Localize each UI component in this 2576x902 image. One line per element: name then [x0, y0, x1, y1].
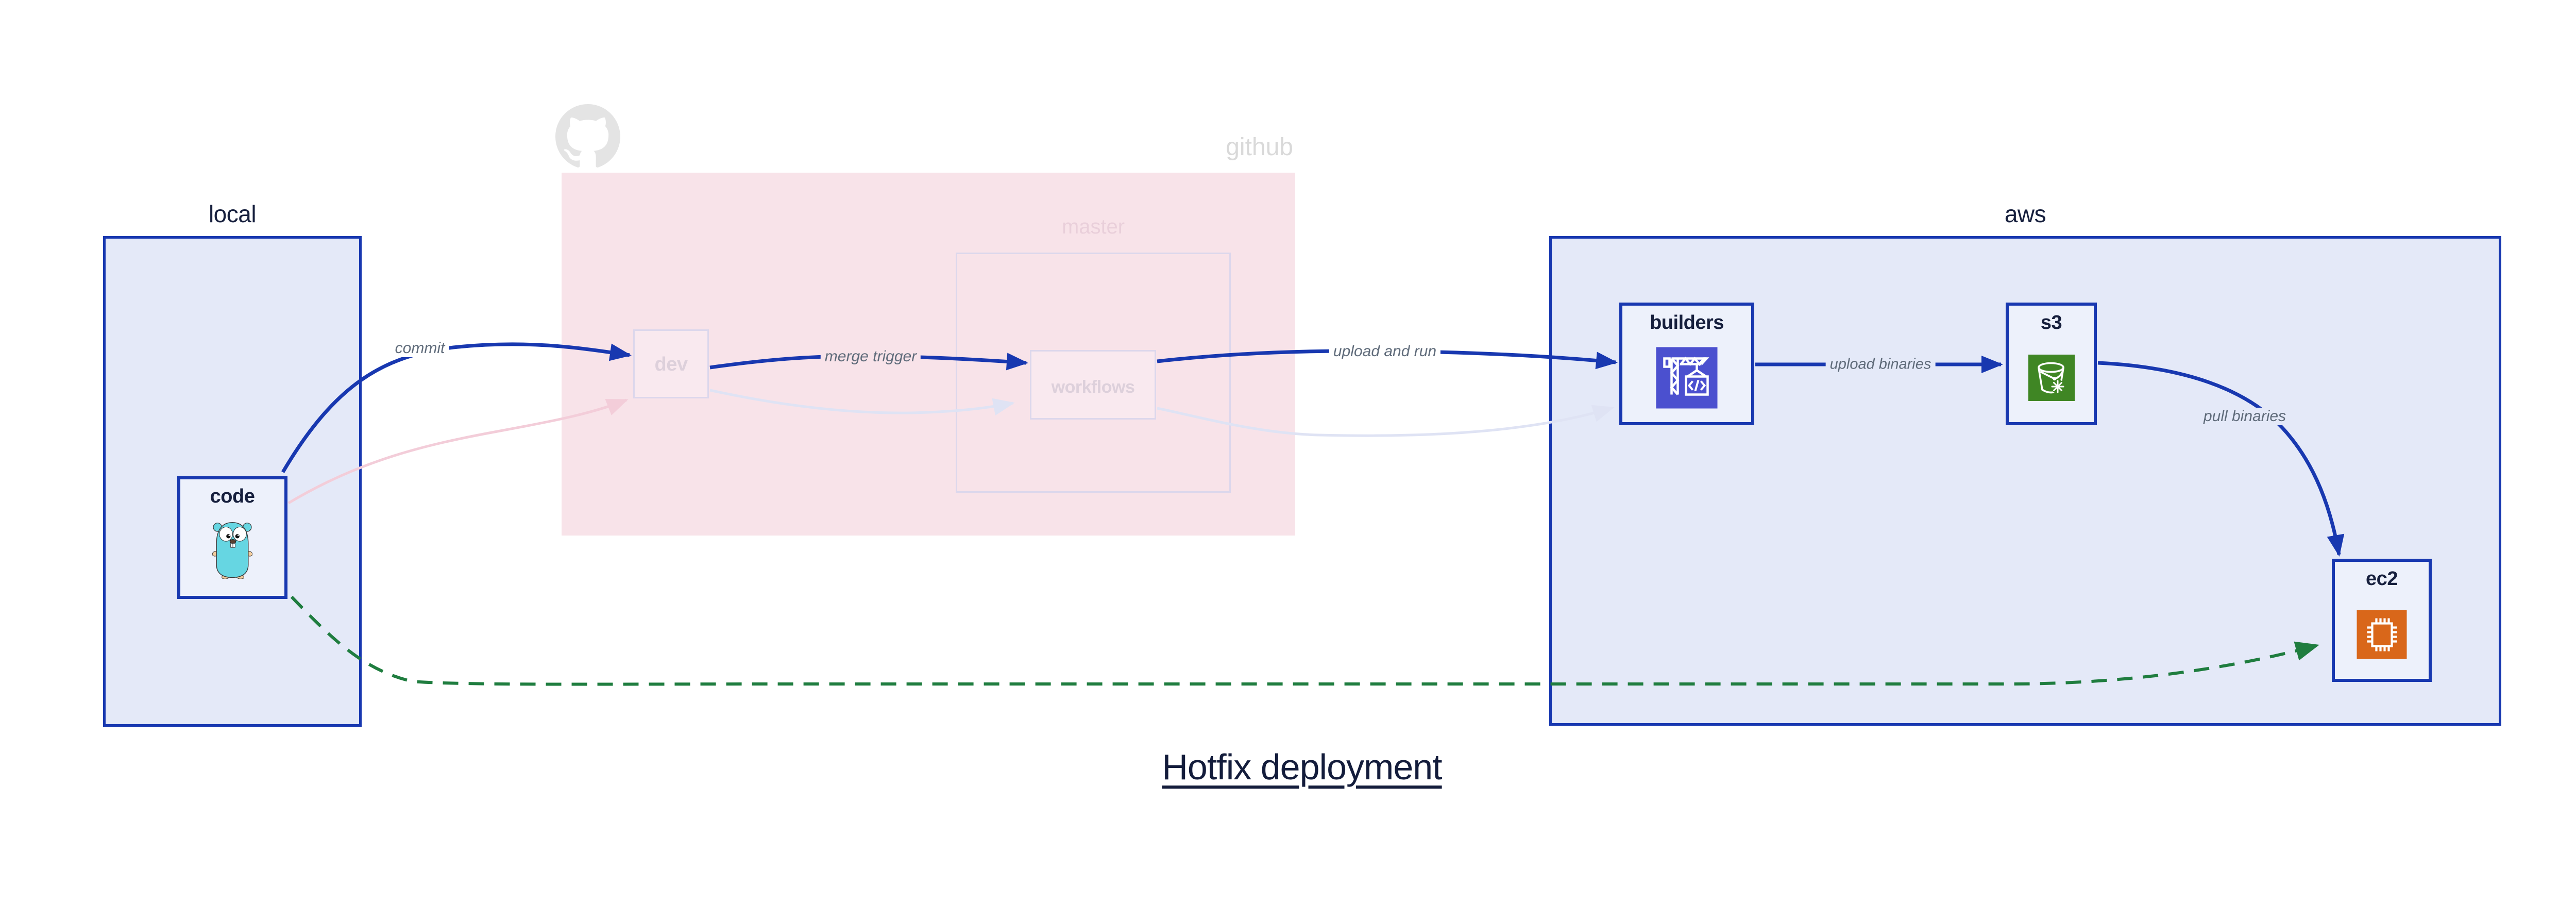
github-group-label: github: [1226, 133, 1293, 161]
node-builders-label: builders: [1650, 312, 1724, 333]
aws-codebuild-icon: [1656, 347, 1718, 409]
aws-s3-bucket-icon: [2028, 355, 2075, 402]
edge-label-merge-trigger: merge trigger: [820, 348, 921, 365]
node-workflows-label: workflows: [1051, 377, 1135, 397]
node-workflows: workflows: [1030, 350, 1156, 420]
aws-ec2-chip-icon: [2357, 610, 2407, 659]
diagram-title-text: Hotfix deployment: [1162, 747, 1442, 787]
master-group-label: master: [1061, 215, 1125, 238]
node-s3: s3: [2006, 303, 2097, 425]
github-logo-icon: [555, 104, 620, 168]
local-group-label: local: [208, 201, 257, 227]
node-code: code: [177, 476, 287, 599]
edge-label-pull-binaries: pull binaries: [2199, 408, 2291, 425]
aws-group-label: aws: [2004, 201, 2046, 227]
node-s3-label: s3: [2040, 312, 2062, 333]
edge-label-commit: commit: [391, 340, 449, 357]
node-dev-label: dev: [654, 354, 688, 375]
go-gopher-icon: [212, 522, 252, 579]
node-ec2: ec2: [2332, 559, 2432, 682]
edge-label-upload-and-run: upload and run: [1329, 343, 1441, 360]
edge-label-upload-binaries: upload binaries: [1825, 356, 1936, 373]
node-code-label: code: [210, 486, 255, 507]
node-builders: builders: [1619, 303, 1754, 425]
node-dev: dev: [633, 329, 709, 398]
master-group-box: [956, 253, 1231, 493]
diagram-title: Hotfix deployment: [0, 746, 2576, 788]
node-ec2-label: ec2: [2366, 568, 2398, 590]
